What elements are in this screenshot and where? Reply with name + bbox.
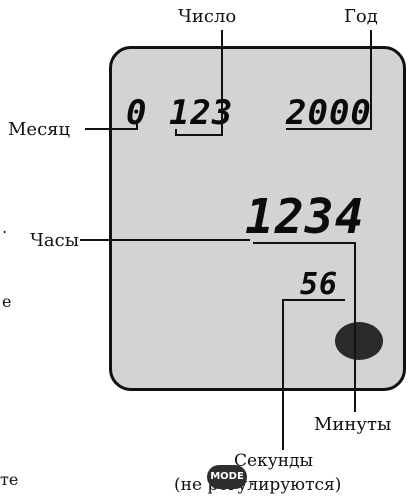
label-god: Год <box>344 6 378 27</box>
leader-sekundy <box>282 299 345 450</box>
label-minuty: Минуты <box>314 414 392 435</box>
date-display: 0 123 <box>126 93 234 133</box>
time-display: 1234 <box>245 189 365 245</box>
label-chislo: Число <box>178 6 237 27</box>
label-chasy: Часы <box>30 230 80 251</box>
mode-button[interactable]: MODE <box>207 465 247 489</box>
label-mesyats: Месяц <box>8 119 71 140</box>
year-display: 2000 <box>286 93 372 133</box>
leader-mesyats <box>85 124 138 130</box>
leader-chislo <box>175 30 223 136</box>
text-fragment-te: те <box>0 470 19 489</box>
text-fragment-e: е <box>2 292 12 311</box>
leader-god <box>286 30 372 130</box>
leader-minuty <box>253 242 356 412</box>
label-sekundy: Секунды <box>234 451 314 471</box>
seconds-display: 56 <box>300 267 339 302</box>
text-fragment-period: . <box>250 470 256 489</box>
text-fragment-dot: . <box>2 218 8 237</box>
label-ne-reguliruyutsya: (не регулируются) <box>174 475 342 495</box>
round-button[interactable] <box>335 322 383 360</box>
